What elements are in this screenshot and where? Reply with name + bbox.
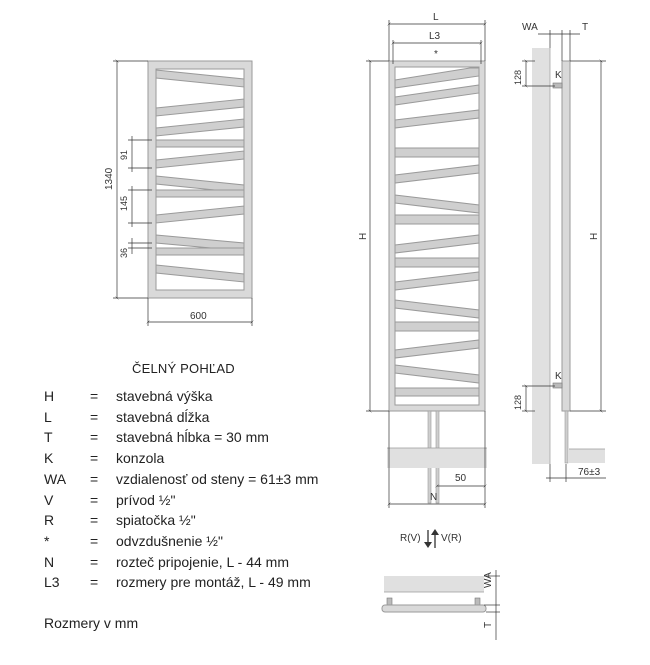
legend-equals: = [90,408,99,425]
floor-band-profile [569,449,605,463]
pitch-label-N: N [430,492,437,503]
legend-equals: = [90,470,99,487]
mount-label-L3: L3 [429,31,441,42]
wall-offset-label: 76±3 [578,467,601,478]
height-label-profile: H [589,233,600,240]
bracket-bottom [552,382,563,389]
width-label-L: L [433,12,439,23]
view-caption: ČELNÝ POHĽAD [132,361,235,376]
legend-symbol: R [44,512,55,529]
bracket-label-bottom: K [555,371,562,382]
arrow-down-icon [424,542,432,548]
legend-text: rozteč pripojenie, L - 44 mm [116,553,289,570]
legend-symbol: L [44,408,52,425]
wall-band [532,48,550,464]
flow-label-left: R(V) [400,533,421,544]
t-label-top: T [582,22,588,33]
flow-indicator: R(V) V(R) [400,529,462,548]
pitch-offset-50: 50 [455,473,467,484]
legend-row: L = stavebná dĺžka [44,407,318,428]
legend-text: spiatočka ½" [116,512,196,529]
legend-text: stavebná hĺbka = 30 mm [116,429,269,446]
legend-equals: = [90,574,99,591]
legend-row: N = rozteč pripojenie, L - 44 mm [44,552,318,573]
legend-symbol: * [44,532,50,549]
bracket-offset-top: 128 [513,70,523,85]
legend-equals: = [90,553,99,570]
bracket-label-top: K [555,70,562,81]
flow-label-right: V(R) [441,533,462,544]
legend-row: T = stavebná hĺbka = 30 mm [44,427,318,448]
legend-text: konzola [116,450,165,467]
legend-text: vzdialenosť od steny = 61±3 mm [116,470,319,487]
gap-dim-1: 91 [119,150,129,160]
legend-symbol: N [44,553,55,570]
units-note: Rozmery v mm [44,615,139,631]
legend-symbol: K [44,450,54,467]
top-view: WA T [381,570,500,640]
legend-row: L3 = rozmery pre montáž, L - 49 mm [44,572,318,593]
bracket-top [552,82,563,89]
height-dim-label: 1340 [104,167,115,190]
wa-label-bottom: WA [483,572,494,588]
legend-symbol: V [44,491,54,508]
legend-equals: = [90,450,99,467]
wa-label-top: WA [522,22,538,33]
air-vent-mark: * [434,49,438,60]
legend-equals: = [90,491,99,508]
legend: H = stavebná výška L = stavebná dĺžka T = stav… [44,386,318,593]
legend-text: odvzdušnenie ½" [116,532,223,549]
legend-text: stavebná dĺžka [116,408,210,425]
legend-symbol: T [44,429,53,446]
height-label-H: H [358,233,369,240]
legend-text: stavebná výška [116,388,213,404]
legend-row: R = spiatočka ½" [44,510,318,531]
radiator-profile [561,60,571,412]
legend-row: K = konzola [44,448,318,469]
legend-symbol: L3 [44,574,60,591]
radiator-bars-dim [394,67,480,397]
t-label-bottom: T [483,622,494,628]
legend-row: * = odvzdušnenie ½" [44,531,318,552]
legend-row: WA = vzdialenosť od steny = 61±3 mm [44,469,318,490]
legend-equals: = [90,388,99,404]
front-view: 1340 91 145 36 600 [104,61,252,326]
legend-equals: = [90,429,99,446]
wall-band-top [384,576,484,592]
radiator-bars-front [155,69,245,283]
legend-symbol: H [44,388,55,404]
radiator-top-view [381,604,487,613]
gap-dim-3: 36 [119,248,129,258]
legend-text: prívod ½" [116,491,176,508]
legend-text: rozmery pre montáž, L - 49 mm [116,574,311,591]
legend-equals: = [90,532,99,549]
width-dim-label: 600 [190,311,207,322]
bracket-offset-bottom: 128 [513,395,523,410]
legend-equals: = [90,512,99,529]
profile-view: K K WA T 128 128 H 76±3 [513,22,606,482]
legend-row: H = stavebná výška [44,386,318,407]
legend-row: V = prívod ½" [44,490,318,511]
floor-band [387,448,487,468]
gap-dim-2: 145 [119,196,129,211]
legend-symbol: WA [44,470,67,487]
arrow-up-icon [431,529,439,535]
dimension-view: L L3 * H N 50 [358,12,487,508]
